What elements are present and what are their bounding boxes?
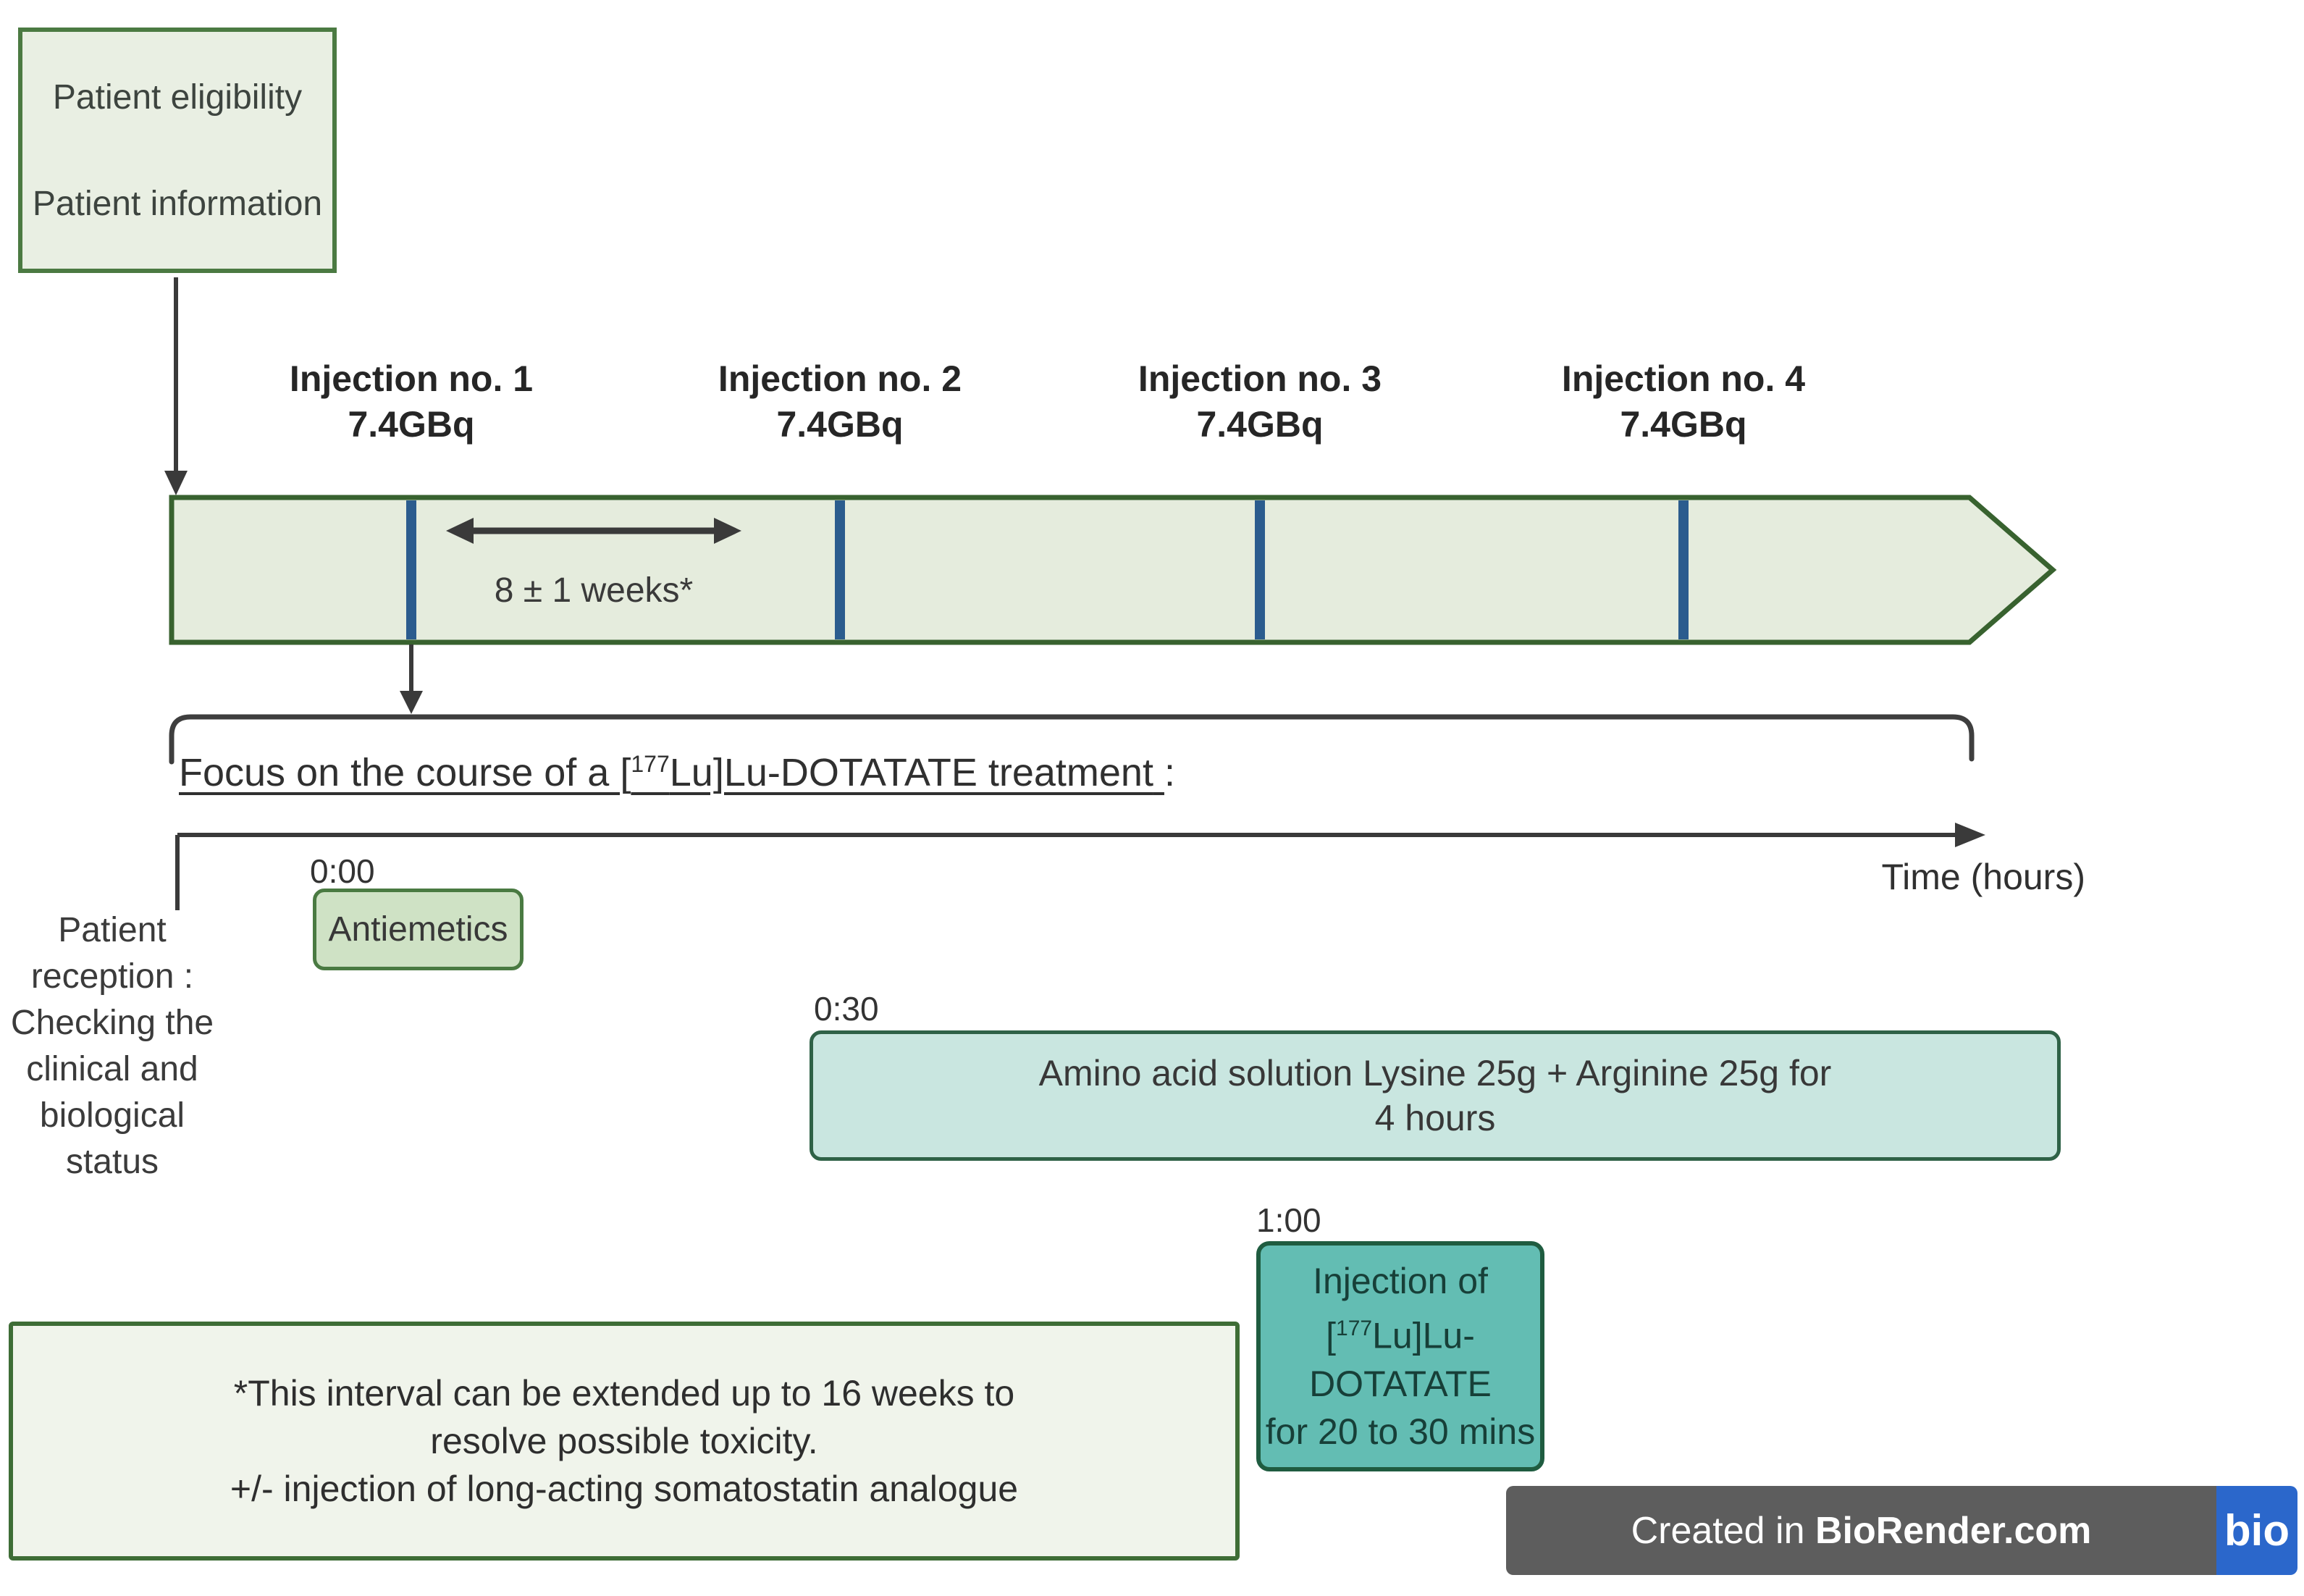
amino-acid-box: Amino acid solution Lysine 25g + Arginin…	[810, 1030, 2061, 1161]
focus-bracket	[169, 714, 1975, 765]
interval-double-arrow	[446, 518, 741, 544]
time-mark-0030: 0:30	[814, 990, 879, 1028]
reception-line: reception :	[30, 957, 194, 996]
injection-2-label: Injection no. 2 7.4GBq	[695, 356, 985, 448]
footnote-box: *This interval can be extended up to 16 …	[9, 1322, 1240, 1561]
amino-acid-line1: Amino acid solution Lysine 25g + Arginin…	[1038, 1053, 1832, 1093]
radioligand-injection-box: Injection of [177Lu]Lu-DOTATATE for 20 t…	[1256, 1241, 1544, 1471]
radioligand-line1: Injection of	[1313, 1261, 1488, 1302]
focus-colon: :	[1164, 751, 1175, 794]
eligibility-line: Patient eligibility	[52, 77, 303, 117]
focus-down-arrow	[400, 644, 423, 714]
footnote-line: resolve possible toxicity.	[430, 1421, 818, 1461]
reception-line: clinical and	[26, 1050, 198, 1088]
patient-eligibility-box: Patient eligibility Patient information	[18, 28, 337, 273]
radioligand-compound: Lu]Lu-DOTATATE	[1309, 1315, 1492, 1404]
credit-text: Created in BioRender.com	[1506, 1486, 2216, 1575]
time-mark-0000: 0:00	[310, 852, 375, 890]
biorender-logo-icon: bio	[2216, 1486, 2297, 1575]
antiemetics-box: Antiemetics	[313, 889, 524, 970]
treatment-course-band	[169, 495, 2057, 645]
injection-dose: 7.4GBq	[776, 404, 904, 445]
biorender-credit-badge: Created in BioRender.com bio	[1506, 1486, 2297, 1575]
interval-label: 8 ± 1 weeks*	[494, 571, 694, 610]
injection-ticks	[406, 500, 1689, 639]
focus-main: Lu]Lu-DOTATATE treatment	[669, 751, 1153, 794]
radioligand-line3: for 20 to 30 mins	[1265, 1411, 1536, 1452]
reception-line: biological status	[39, 1096, 185, 1181]
amino-acid-line2: 4 hours	[1374, 1098, 1496, 1138]
credit-brand: BioRender.com	[1815, 1509, 2092, 1552]
reception-line: Patient	[58, 911, 167, 949]
injection-3-label: Injection no. 3 7.4GBq	[1115, 356, 1405, 448]
injection-dose: 7.4GBq	[1620, 404, 1747, 445]
injection-1-label: Injection no. 1 7.4GBq	[266, 356, 556, 448]
patient-reception-note: Patient reception : Checking the clinica…	[0, 907, 224, 1185]
injection-name: Injection no. 3	[1138, 358, 1382, 399]
injection-4-label: Injection no. 4 7.4GBq	[1539, 356, 1828, 448]
injection-name: Injection no. 1	[289, 358, 534, 399]
focus-heading: Focus on the course of a [177Lu]Lu-DOTAT…	[179, 750, 1175, 795]
reception-line: Checking the	[10, 1004, 214, 1042]
focus-prefix: Focus on the course of a [	[179, 751, 631, 794]
injection-dose: 7.4GBq	[1196, 404, 1324, 445]
footnote-line: *This interval can be extended up to 16 …	[233, 1373, 1015, 1414]
footnote-line: +/- injection of long-acting somatostati…	[230, 1469, 1019, 1509]
time-axis-label: Time (hours)	[1881, 857, 2085, 897]
biorender-logo-text: bio	[2224, 1506, 2290, 1555]
time-mark-0100: 1:00	[1256, 1201, 1321, 1239]
injection-name: Injection no. 4	[1561, 358, 1806, 399]
bracket-char: [	[1326, 1315, 1337, 1356]
isotope-superscript: 177	[1336, 1316, 1373, 1341]
information-line: Patient information	[32, 184, 323, 223]
time-axis	[175, 823, 1985, 910]
eligibility-down-arrow	[164, 277, 188, 495]
injection-dose: 7.4GBq	[348, 404, 475, 445]
radioligand-line2: [177Lu]Lu-DOTATATE	[1261, 1305, 1540, 1408]
antiemetics-label: Antiemetics	[328, 910, 508, 949]
isotope-superscript: 177	[631, 751, 670, 777]
credit-prefix: Created in	[1631, 1509, 1815, 1552]
injection-name: Injection no. 2	[718, 358, 962, 399]
